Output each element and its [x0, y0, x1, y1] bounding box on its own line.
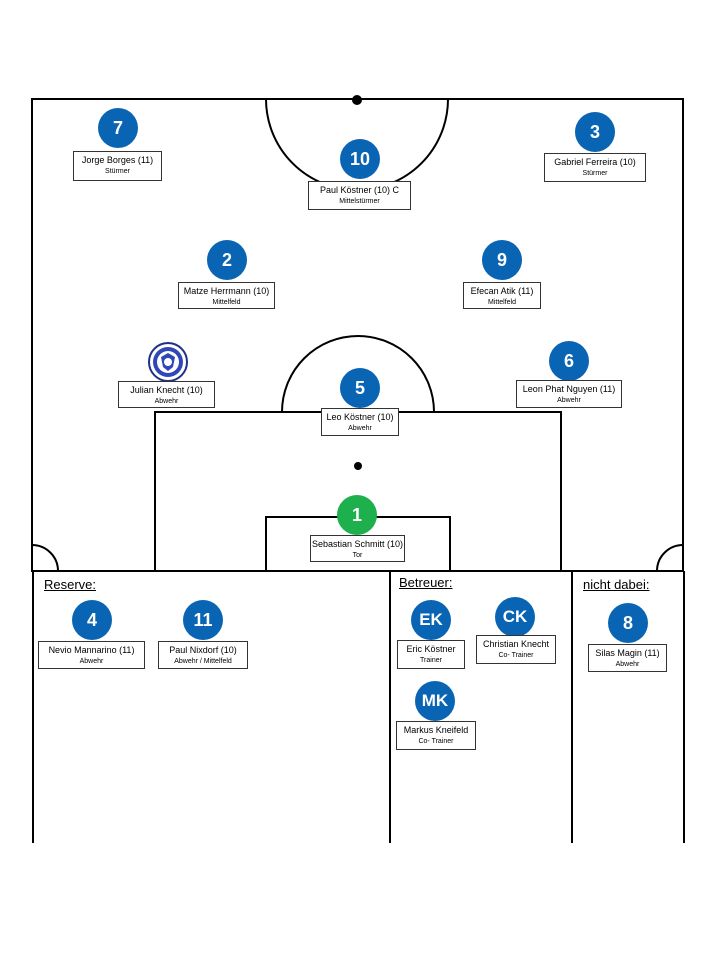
corner-arc-right [656, 544, 684, 572]
player-label: Silas Magin (11) Abwehr [588, 644, 667, 672]
heading-nicht-dabei: nicht dabei: [583, 577, 650, 592]
center-spot [352, 95, 362, 105]
shirt-number-badge: 1 [337, 495, 377, 535]
player-name: Paul Nixdorf (10) [169, 645, 237, 655]
penalty-spot [354, 462, 362, 470]
player-name: Sebastian Schmitt (10) [311, 539, 404, 549]
player-label: Sebastian Schmitt (10) Tor [310, 535, 405, 562]
player-label: Julian Knecht (10) Abwehr [118, 381, 215, 408]
shirt-number-badge: 2 [207, 240, 247, 280]
heading-reserve: Reserve: [44, 577, 97, 592]
shirt-number-badge: 3 [575, 112, 615, 152]
player-name: Leo Köstner (10) [326, 412, 394, 422]
shirt-number-badge: 7 [98, 108, 138, 148]
player-position: Abwehr [79, 658, 104, 665]
shirt-number-badge: 8 [608, 603, 648, 643]
player-position: Abwehr [154, 398, 179, 405]
staff-role: Co- Trainer [418, 738, 454, 745]
shirt-number-badge: 11 [183, 600, 223, 640]
player-label: Gabriel Ferreira (10) Stürmer [544, 153, 646, 182]
player-name: Nevio Mannarino (11) [48, 645, 135, 655]
player-position: Stürmer [582, 170, 608, 177]
shirt-number-badge: 5 [340, 368, 380, 408]
heading-betreuer: Betreuer: [399, 575, 453, 590]
staff-initials-badge: MK [415, 681, 455, 721]
player-position: Tor [352, 552, 363, 559]
player-position: Abwehr [557, 397, 581, 404]
player-label: Leo Köstner (10) Abwehr [321, 408, 399, 436]
club-logo-icon [148, 342, 188, 382]
shirt-number-badge: 9 [482, 240, 522, 280]
player-name: Julian Knecht (10) [130, 385, 203, 395]
player-name: Gabriel Ferreira (10) [554, 157, 636, 167]
player-position: Mittelfeld [212, 299, 241, 306]
player-position: Abwehr [615, 661, 640, 668]
shirt-number-badge: 4 [72, 600, 112, 640]
player-name: Silas Magin (11) [595, 648, 660, 658]
staff-role: Co- Trainer [498, 652, 534, 659]
penalty-arc [281, 335, 435, 413]
player-label: Matze Herrmann (10) Mittelfeld [178, 282, 275, 309]
player-position: Abwehr [348, 425, 372, 432]
player-position: Mittelfeld [487, 299, 516, 306]
player-position: Mittelstürmer [339, 198, 380, 205]
player-label: Leon Phat Nguyen (11) Abwehr [516, 380, 622, 408]
player-name: Matze Herrmann (10) [183, 286, 270, 296]
player-name: Jorge Borges (11) [81, 155, 154, 165]
player-label: Paul Nixdorf (10) Abwehr / Mittelfeld [158, 641, 248, 669]
staff-name: Christian Knecht [482, 639, 550, 649]
player-label: Jorge Borges (11) Stürmer [73, 151, 162, 181]
player-label: Efecan Atik (11) Mittelfeld [463, 282, 541, 309]
player-name: Leon Phat Nguyen (11) [522, 384, 616, 394]
corner-arc-left [31, 544, 59, 572]
player-position: Abwehr / Mittelfeld [174, 658, 232, 665]
shirt-number-badge: 10 [340, 139, 380, 179]
staff-name: Eric Köstner [406, 644, 456, 654]
player-label: Paul Köstner (10) C Mittelstürmer [308, 181, 411, 210]
staff-role: Trainer [420, 657, 442, 664]
shirt-number-badge: 6 [549, 341, 589, 381]
player-name: Efecan Atik (11) [470, 286, 534, 296]
player-position: Stürmer [105, 168, 130, 175]
player-name: Paul Köstner (10) C [319, 185, 400, 195]
player-label: Nevio Mannarino (11) Abwehr [38, 641, 145, 669]
staff-initials-badge: EK [411, 600, 451, 640]
staff-name: Markus Kneifeld [403, 725, 469, 735]
staff-initials-badge: CK [495, 597, 535, 637]
